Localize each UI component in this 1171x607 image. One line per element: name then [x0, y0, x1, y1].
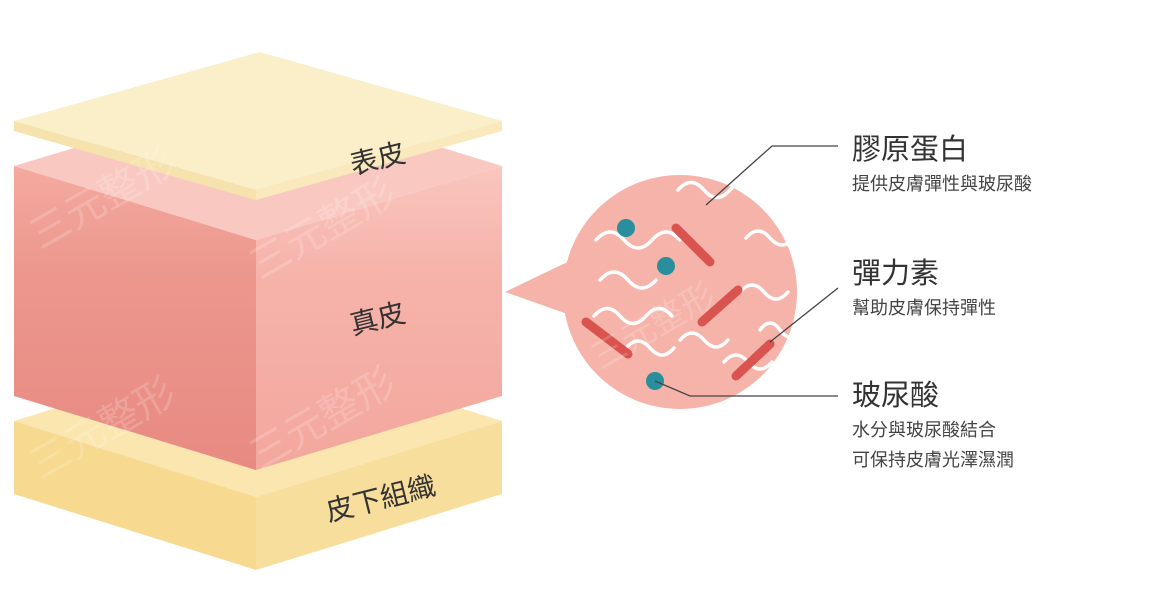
hyaluronic-leader	[654, 380, 838, 397]
callout-desc: 提供皮膚彈性與玻尿酸	[852, 174, 1032, 195]
callout-collagen: 膠原蛋白 提供皮膚彈性與玻尿酸	[852, 132, 1032, 195]
epidermis-layer	[14, 52, 502, 200]
collagen-fiber	[678, 331, 730, 349]
callout-title: 玻尿酸	[852, 378, 939, 412]
collagen-fiber	[738, 283, 790, 301]
callout-desc: 幫助皮膚保持彈性	[852, 298, 996, 319]
collagen-fiber	[594, 230, 682, 250]
collagen-fiber	[744, 229, 796, 247]
elastin-rods	[581, 223, 775, 381]
collagen-fiber	[598, 270, 658, 290]
collagen-fiber	[592, 306, 674, 326]
elastin-rod	[697, 285, 743, 327]
elastin-rod	[731, 339, 775, 381]
elastin-rod	[671, 223, 715, 267]
callout-desc: 可保持皮膚光澤濕潤	[852, 450, 1014, 471]
leader-lines	[654, 145, 839, 397]
hyaluronic-dot	[657, 257, 675, 275]
callout-hyaluronic: 玻尿酸 水分與玻尿酸結合 可保持皮膚光澤濕潤	[852, 378, 1014, 471]
callout-elastin: 彈力素 幫助皮膚保持彈性	[852, 256, 996, 319]
hyaluronic-dot	[617, 219, 635, 237]
dermis-left-face	[14, 166, 256, 470]
collagen-fiber	[624, 339, 676, 357]
epidermis-left-edge	[14, 121, 256, 200]
callout-desc: 水分與玻尿酸結合	[852, 420, 996, 441]
epidermis-top	[14, 52, 502, 190]
callout-title: 彈力素	[852, 256, 939, 290]
collagen-leader	[705, 145, 838, 206]
dermis-right-face	[256, 166, 502, 470]
collagen-fiber	[758, 321, 802, 339]
elastin-leader	[769, 287, 839, 343]
elastin-rod	[581, 317, 633, 359]
subcutaneous-left-face	[14, 421, 256, 570]
subcutaneous-right-face	[256, 421, 502, 570]
callout-title: 膠原蛋白	[852, 132, 968, 166]
magnifier-bubble	[505, 175, 802, 409]
collagen-fiber	[676, 180, 758, 200]
epidermis-right-edge	[256, 121, 502, 200]
